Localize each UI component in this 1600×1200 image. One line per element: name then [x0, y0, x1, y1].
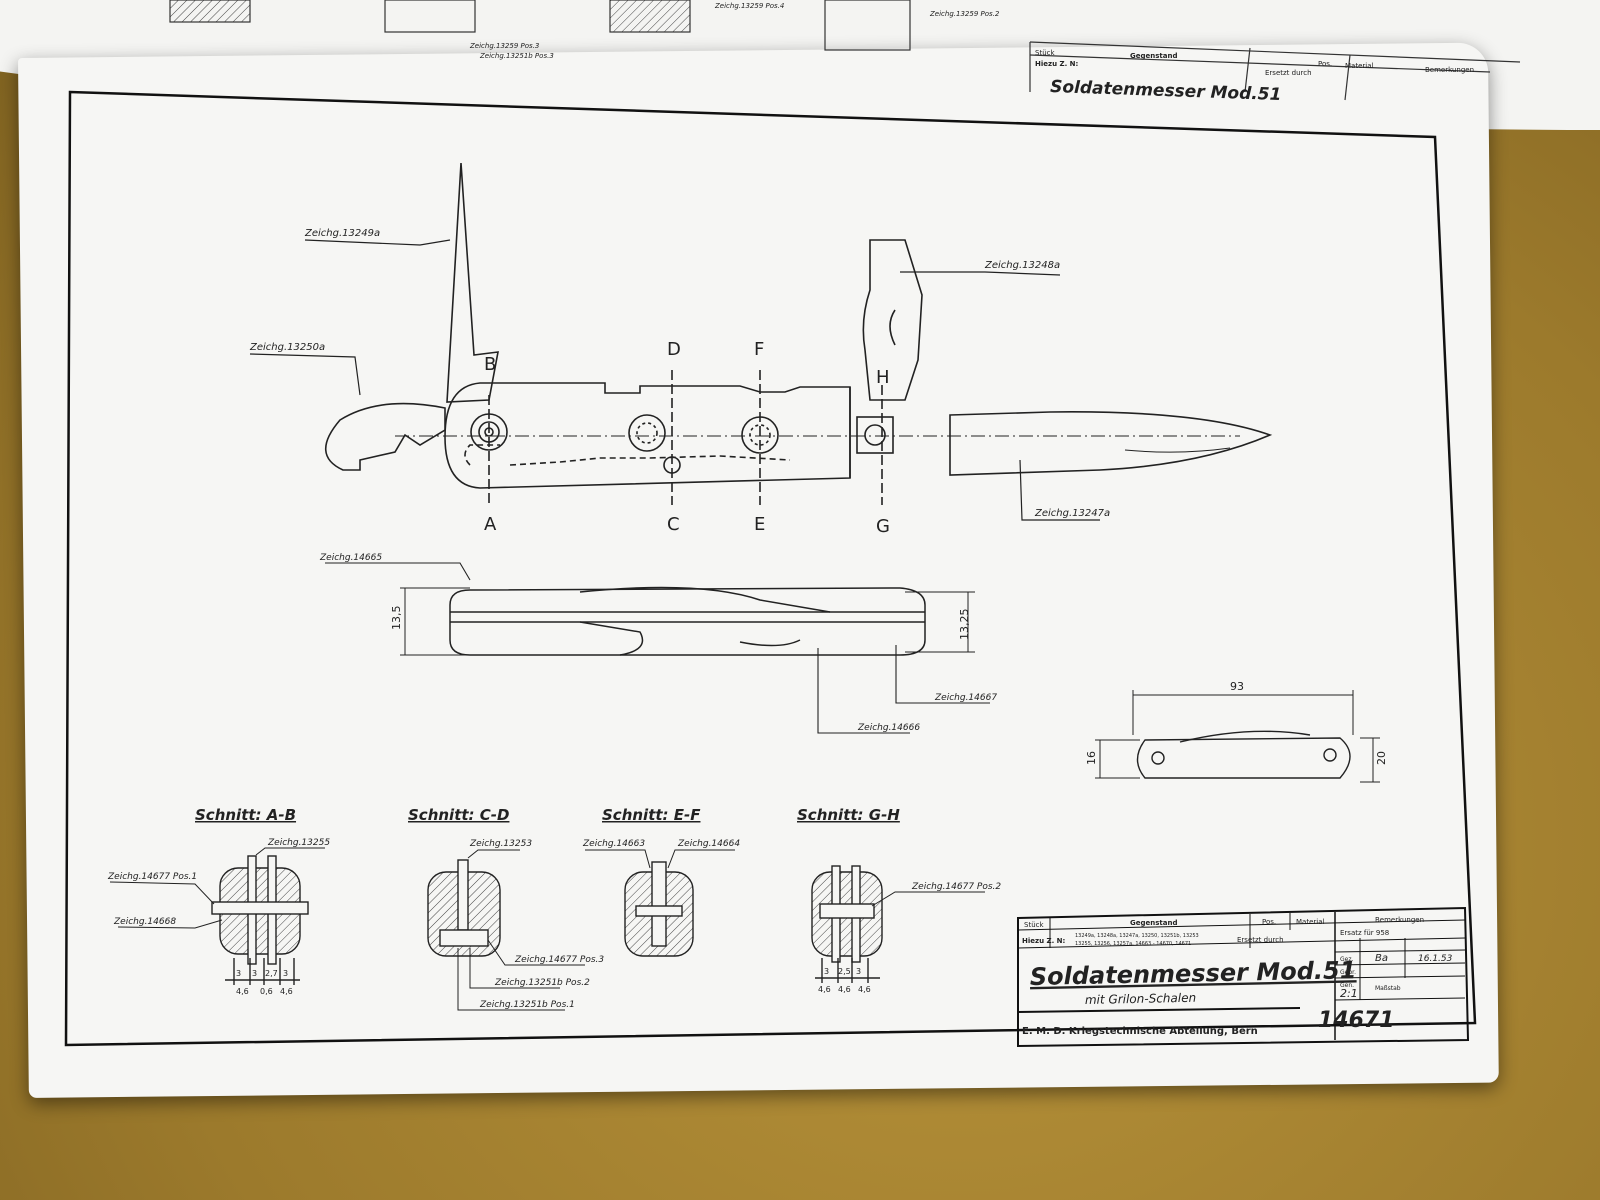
section-gh-title: Schnitt: G-H — [797, 806, 900, 824]
section-letter-b: B — [484, 354, 496, 375]
top-header-bemerkungen: Bemerkungen — [1425, 66, 1474, 74]
can-opener-tool — [324, 402, 446, 471]
section-cd-drawing — [427, 849, 585, 1011]
top-callout-4: Zeichg.13259 Pos.2 — [929, 10, 1000, 18]
callout-screwdriver: Zeichg.13248a — [984, 260, 1060, 271]
knife-side-view — [325, 562, 990, 734]
awl-tool — [446, 162, 499, 403]
main-blade — [949, 411, 1273, 476]
section-gh-dim-bot-1: 4,6 — [818, 985, 831, 994]
top-hiezu: Hiezu Z. N: — [1035, 60, 1079, 68]
tb-hiezu-label: Hiezu Z. N: — [1022, 937, 1066, 945]
knife-main-view — [249, 162, 1273, 521]
callout-blade: Zeichg.13247a — [1034, 508, 1110, 519]
top-callout-2: Zeichg.13251b Pos.3 — [479, 52, 554, 60]
section-letter-d: D — [667, 339, 681, 360]
section-ab-callout-2: Zeichg.14677 Pos.1 — [107, 872, 197, 882]
tb-ersetzt-durch: Ersetzt durch — [1237, 936, 1284, 944]
top-header-gegenstand: Gegenstand — [1130, 52, 1177, 60]
section-gh-dim-top-2: 2,5 — [838, 967, 851, 976]
section-ab-dim-top-1: 3 — [236, 969, 241, 978]
side-dim-right: 13,25 — [958, 609, 971, 641]
tb-ersatz-fuer: Ersatz für 958 — [1340, 929, 1389, 937]
section-gh-dim-bot-3: 4,6 — [858, 985, 871, 994]
side-callout-top: Zeichg.14665 — [319, 553, 382, 563]
tb-office: E. M. D. Kriegstechnische Abteilung, Ber… — [1022, 1026, 1258, 1037]
section-gh-dim-top-3: 3 — [856, 967, 861, 976]
tb-col-pos: Pos. — [1262, 918, 1276, 926]
section-ef-drawing — [585, 849, 735, 957]
knife-handle — [444, 382, 851, 489]
section-cd-callout-1: Zeichg.13253 — [469, 839, 532, 849]
tb-gez-value: Ba — [1375, 953, 1388, 964]
section-ef-title: Schnitt: E-F — [602, 806, 701, 824]
section-ab-dim-bot-2: 0,6 — [260, 987, 273, 996]
small-dim-length: 93 — [1230, 680, 1244, 693]
section-ab-callout-3: Zeichg.14668 — [113, 917, 176, 927]
side-callout-right: Zeichg.14667 — [934, 693, 997, 703]
tb-scale: 2:1 — [1340, 987, 1358, 1000]
title-block — [1017, 906, 1470, 1048]
section-gh-dim-bot-2: 4,6 — [838, 985, 851, 994]
tb-col-stueck: Stück — [1024, 921, 1044, 929]
tb-drawing-number: 14671 — [1318, 1008, 1395, 1033]
section-ab-dim-top-4: 3 — [283, 969, 288, 978]
top-sheet-drawing — [169, 0, 1521, 101]
section-ef-callout-2: Zeichg.14664 — [677, 839, 740, 849]
knife-small-view — [1095, 690, 1380, 783]
tb-masstab-label: Maßstab — [1375, 985, 1401, 992]
section-gh-dim-top-1: 3 — [824, 967, 829, 976]
side-dim-left: 13,5 — [390, 606, 403, 631]
section-letter-e: E — [754, 514, 765, 535]
section-ab-callout-1: Zeichg.13255 — [267, 838, 330, 848]
tb-gepr-label: Gepr. — [1340, 969, 1356, 976]
top-header-stueck: Stück — [1035, 49, 1055, 57]
section-ab-dim-top-2: 3 — [252, 969, 257, 978]
tb-col-bemerkungen: Bemerkungen — [1375, 916, 1424, 924]
section-ab-dim-bot-1: 4,6 — [236, 987, 249, 996]
section-cd-callout-2: Zeichg.14677 Pos.3 — [514, 955, 604, 965]
tb-title: Soldatenmesser Mod.51 — [1030, 956, 1357, 991]
tb-subtitle: mit Grilon-Schalen — [1085, 991, 1196, 1007]
section-ab-drawing — [109, 847, 325, 985]
drawing-frame — [64, 90, 1477, 1047]
tb-gez-date: 16.1.53 — [1418, 954, 1453, 964]
top-header-pos: Pos. — [1318, 60, 1332, 68]
tb-gez-label: Gez. — [1340, 956, 1353, 963]
small-dim-left: 16 — [1085, 751, 1098, 765]
section-ab-dim-top-3: 2,7 — [265, 969, 278, 978]
section-ab-title: Schnitt: A-B — [195, 806, 296, 824]
section-cd-title: Schnitt: C-D — [408, 806, 509, 824]
section-cd-callout-4: Zeichg.13251b Pos.1 — [479, 1000, 575, 1010]
section-letter-a: A — [484, 514, 497, 535]
section-letter-g: G — [876, 516, 890, 537]
section-letter-h: H — [876, 367, 890, 388]
tb-col-material: Material — [1296, 918, 1324, 926]
section-letter-c: C — [667, 514, 680, 535]
section-cd-callout-3: Zeichg.13251b Pos.2 — [494, 978, 590, 988]
tb-hiezu-line2: 13255, 13256, 13257a, 14663 - 14670, 146… — [1075, 941, 1191, 947]
tb-col-gegenstand: Gegenstand — [1130, 919, 1177, 927]
side-callout-bottom: Zeichg.14666 — [857, 723, 920, 733]
section-letter-f: F — [754, 339, 764, 360]
top-sheet-title: Soldatenmesser Mod.51 — [1050, 77, 1282, 105]
callout-can-opener: Zeichg.13250a — [249, 342, 325, 353]
screwdriver-tool — [862, 239, 923, 401]
tb-gen-label: Gen. — [1340, 982, 1354, 989]
top-header-material: Material — [1345, 62, 1373, 70]
callout-awl: Zeichg.13249a — [304, 228, 380, 239]
top-callout-1: Zeichg.13259 Pos.3 — [469, 42, 539, 50]
section-gh-callout-1: Zeichg.14677 Pos.2 — [911, 882, 1001, 892]
tb-hiezu-line1: 13249a, 13248a, 13247a, 13250, 13251b, 1… — [1075, 933, 1199, 939]
top-ersetzt: Ersetzt durch — [1265, 69, 1312, 77]
section-ef-callout-1: Zeichg.14663 — [582, 839, 645, 849]
top-callout-3: Zeichg.13259 Pos.4 — [714, 2, 784, 10]
section-ab-dim-bot-3: 4,6 — [280, 987, 293, 996]
section-gh-drawing — [811, 865, 985, 983]
small-dim-right: 20 — [1375, 751, 1388, 765]
